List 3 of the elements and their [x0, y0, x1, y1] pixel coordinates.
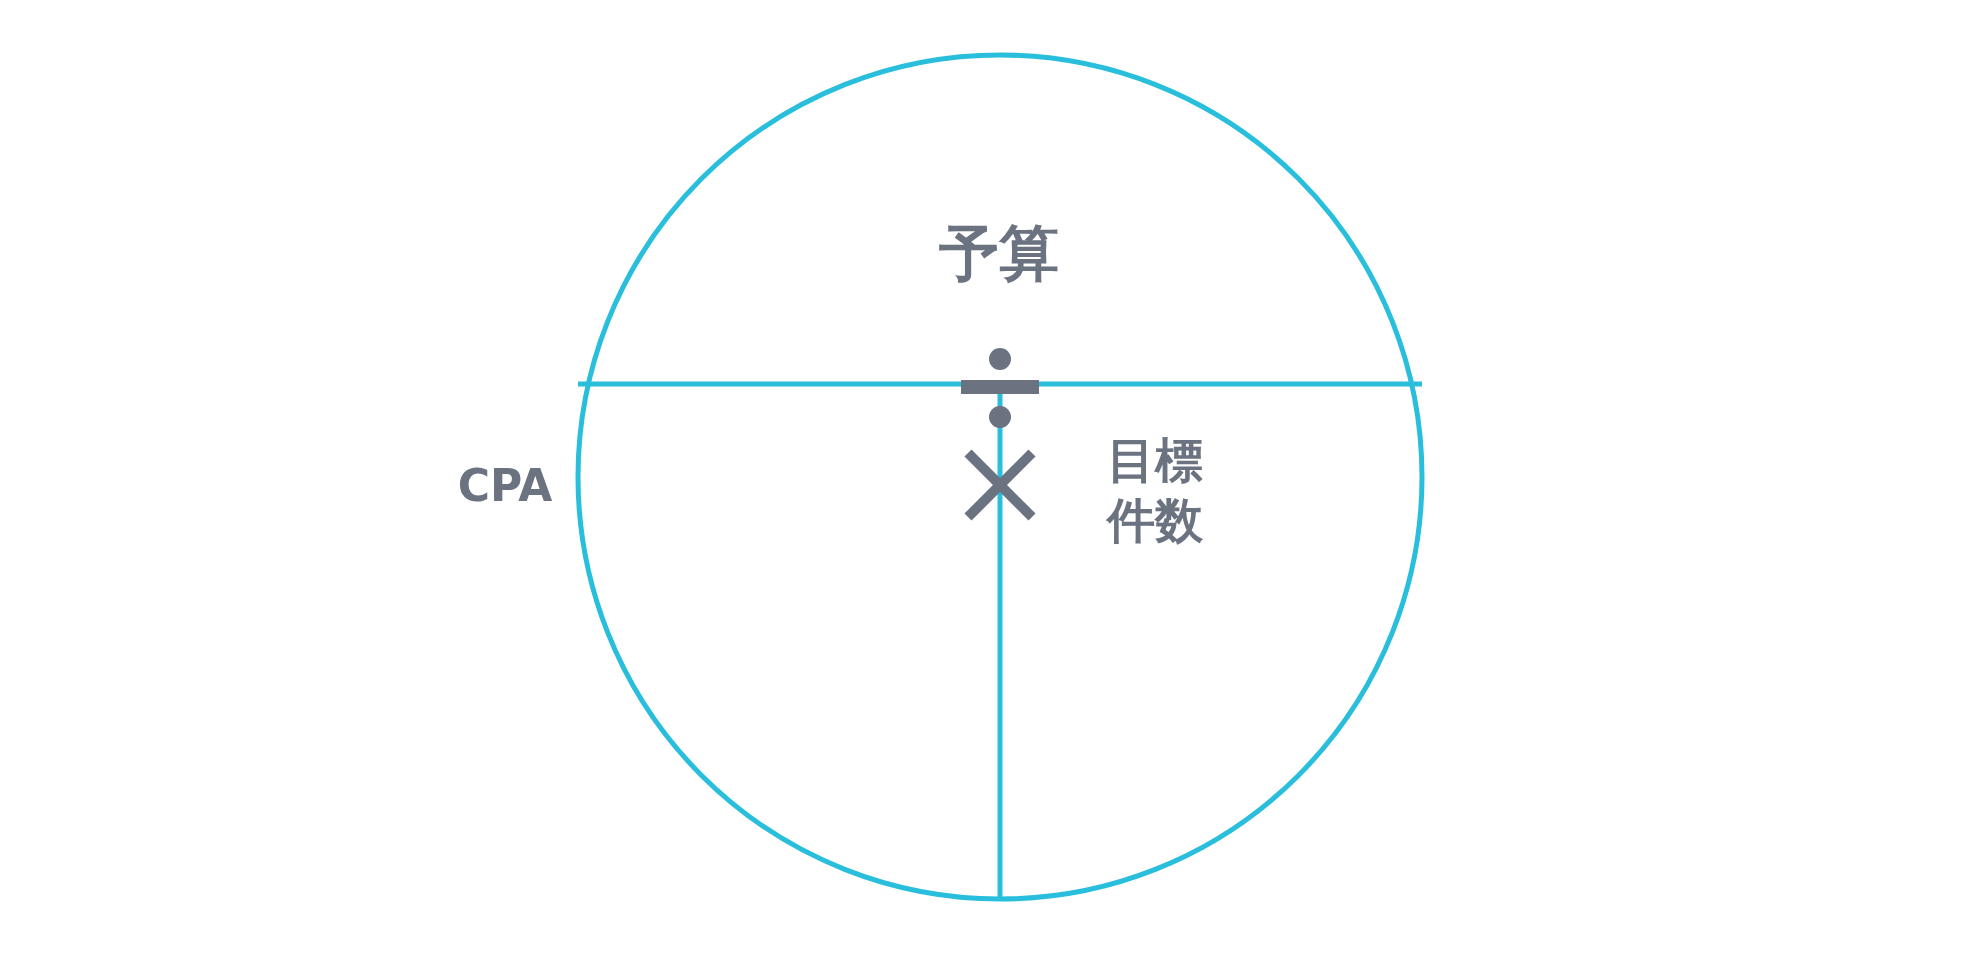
region-label: 目標件数 [1105, 431, 1204, 550]
region-label: 予算 [939, 216, 1059, 290]
region-label: CPA [457, 458, 553, 513]
